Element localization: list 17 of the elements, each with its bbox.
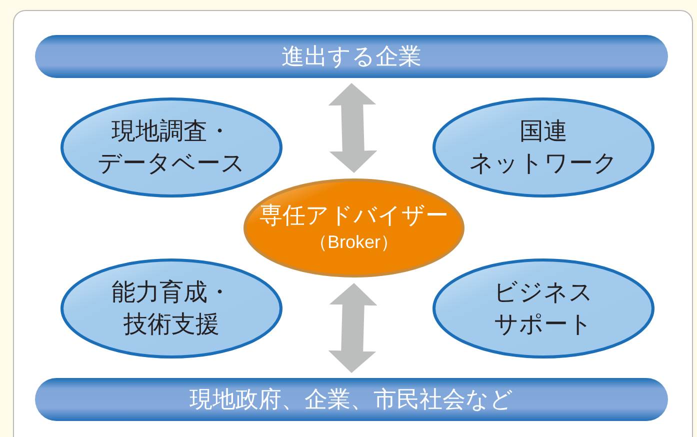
service-label: 現地調査・データベース [98,117,246,178]
advisor-title: 専任アドバイザー [260,201,448,230]
advisor-subtitle: （Broker） [309,231,398,254]
service-ellipse [60,258,283,359]
service-label: 国連ネットワーク [469,117,618,178]
double-arrow [328,282,378,374]
banner-bar [35,35,668,78]
service-ellipse [432,97,655,198]
advisor-ellipse [243,178,465,278]
banner-text: 現地政府、企業、市民社会など [190,384,514,414]
banner-bar [35,378,668,421]
service-ellipse [432,258,655,359]
banner-text: 進出する企業 [282,42,422,71]
double-arrow [328,82,378,174]
service-label: ビジネスサポート [494,278,594,340]
service-label: 能力育成・技術支援 [112,278,232,340]
service-ellipse [60,97,283,198]
